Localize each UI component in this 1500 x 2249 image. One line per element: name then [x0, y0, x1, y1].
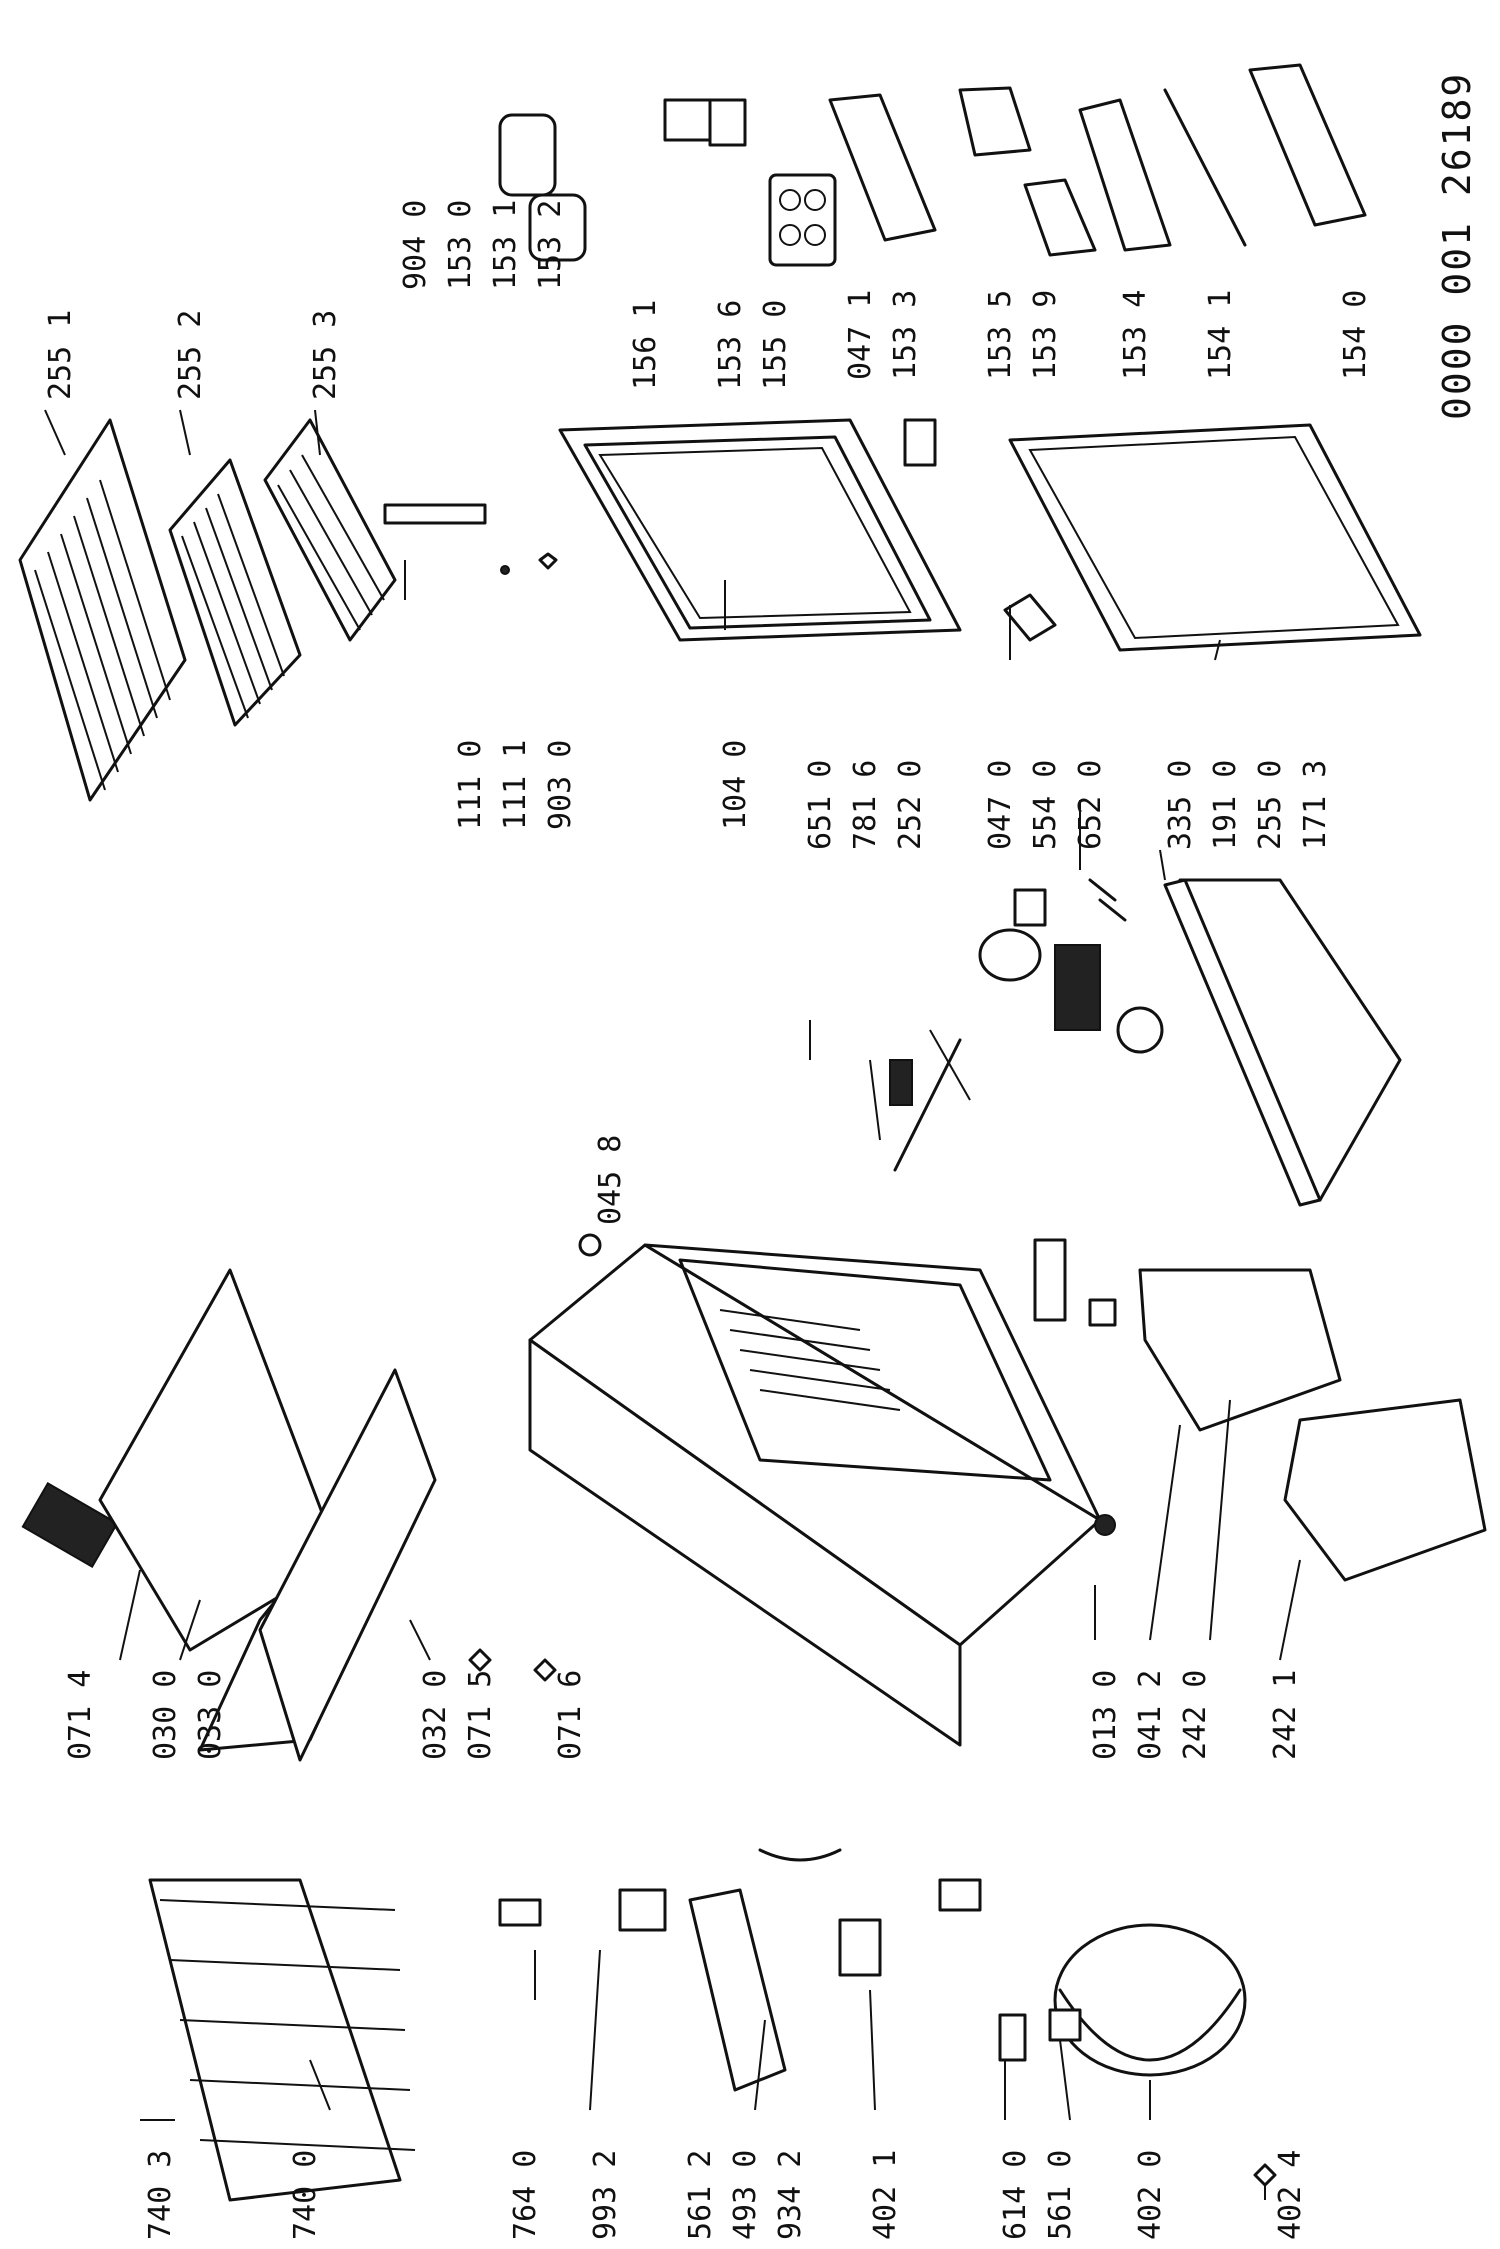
part-label: 071 5 — [463, 1670, 498, 1760]
part-label: 155 0 — [758, 300, 793, 390]
part-label: 764 0 — [508, 2150, 543, 2240]
part-label: 045 8 — [593, 1135, 628, 1225]
shelf-255-3 — [263, 418, 397, 642]
part-label: 781 6 — [848, 760, 883, 850]
part-label: 153 4 — [1118, 290, 1153, 380]
part-label: 614 0 — [998, 2150, 1033, 2240]
part-label: 013 0 — [1088, 1670, 1123, 1760]
part-label: 255 1 — [43, 310, 78, 400]
part-label: 242 1 — [1268, 1670, 1303, 1760]
part-label: 242 0 — [1178, 1670, 1213, 1760]
hinge-parts — [383, 418, 1057, 642]
part-label: 153 2 — [533, 200, 568, 290]
part-label: 561 0 — [1043, 2150, 1078, 2240]
shelf-255-2 — [168, 458, 302, 727]
document-number: 0000 001 26189 — [1435, 72, 1479, 420]
part-label: 030 0 — [148, 1670, 183, 1760]
part-label: 255 0 — [1253, 760, 1288, 850]
door-bins — [498, 63, 1367, 267]
part-label: 493 0 — [728, 2150, 763, 2240]
part-label: 154 0 — [1338, 290, 1373, 380]
hinge-bracket-041-2 — [1033, 1238, 1117, 1536]
part-label: 255 3 — [308, 310, 343, 400]
part-label: 153 6 — [713, 300, 748, 390]
condenser-740-0 — [148, 1878, 416, 2202]
part-label: 561 2 — [683, 2150, 718, 2240]
part-label: 402 4 — [1273, 2150, 1308, 2240]
crisper-drawers — [1138, 1268, 1487, 1582]
part-label: 153 3 — [888, 290, 923, 380]
part-label: 153 9 — [1028, 290, 1063, 380]
part-label: 903 0 — [543, 740, 578, 830]
part-label: 032 0 — [418, 1670, 453, 1760]
part-label: 153 0 — [443, 200, 478, 290]
freezer-door-104-0 — [558, 418, 962, 642]
part-label: 255 2 — [173, 310, 208, 400]
part-label: 651 0 — [803, 760, 838, 850]
part-label: 047 1 — [843, 290, 878, 380]
part-label: 252 0 — [893, 760, 928, 850]
part-label: 402 1 — [868, 2150, 903, 2240]
part-label: 033 0 — [193, 1670, 228, 1760]
part-label: 402 0 — [1133, 2150, 1168, 2240]
cabinet-body — [528, 1233, 1102, 1747]
part-label: 153 1 — [488, 200, 523, 290]
leader-lines — [44, 409, 1301, 2200]
thermostat-parts — [889, 878, 1164, 1172]
part-label: 153 5 — [983, 290, 1018, 380]
compressor-402-0 — [998, 1923, 1277, 2187]
part-label: 111 1 — [498, 740, 533, 830]
small-electrical-parts — [498, 1848, 982, 2092]
part-labels: 255 1 255 2 255 3 904 0 153 0 153 1 153 … — [43, 200, 1373, 2240]
covers — [21, 1268, 557, 1762]
part-label: 652 0 — [1073, 760, 1108, 850]
part-label: 191 0 — [1208, 760, 1243, 850]
part-label: 335 0 — [1163, 760, 1198, 850]
part-label: 041 2 — [1133, 1670, 1168, 1760]
shelf-255-1 — [18, 418, 187, 802]
part-label: 071 4 — [63, 1670, 98, 1760]
door-gasket-191-0 — [1008, 423, 1422, 652]
part-label: 171 3 — [1298, 760, 1333, 850]
part-label: 904 0 — [398, 200, 433, 290]
part-label: 993 2 — [588, 2150, 623, 2240]
part-label: 071 6 — [553, 1670, 588, 1760]
part-label: 111 0 — [453, 740, 488, 830]
part-label: 154 1 — [1203, 290, 1238, 380]
crisper-cover-255-0 — [1163, 878, 1402, 1207]
part-label: 047 0 — [983, 760, 1018, 850]
part-label: 156 1 — [628, 300, 663, 390]
part-label: 934 2 — [773, 2150, 808, 2240]
part-label: 104 0 — [718, 740, 753, 830]
part-label: 554 0 — [1028, 760, 1063, 850]
part-label: 740 0 — [288, 2150, 323, 2240]
part-label: 740 3 — [143, 2150, 178, 2240]
